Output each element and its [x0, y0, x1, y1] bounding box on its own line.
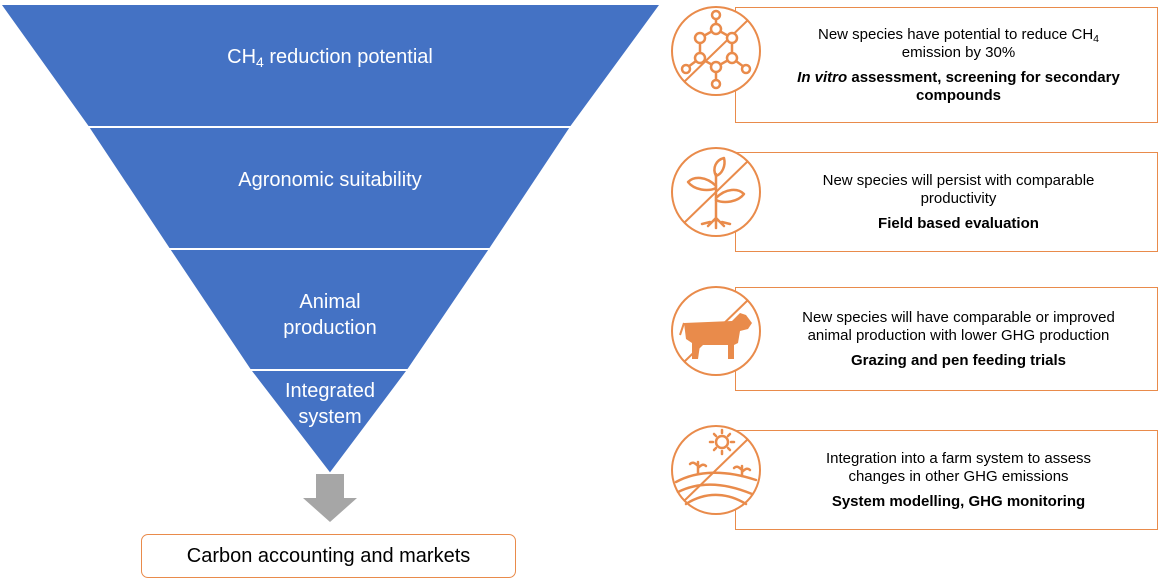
card-agronomic: New species will persist with comparable…: [735, 152, 1158, 252]
card-3-method: Grazing and pen feeding trials: [850, 351, 1067, 369]
card-2-text: New species will persist with comparable…: [822, 171, 1095, 207]
cow-icon: [670, 285, 762, 377]
card-integrated: Integration into a farm system to assess…: [735, 430, 1158, 530]
card-1-text: New species have potential to reduce CH4…: [818, 25, 1099, 61]
funnel-diagram: [0, 3, 660, 522]
plant-icon: [670, 146, 762, 238]
card-4-text: Integration into a farm system to assess…: [825, 449, 1092, 485]
card-4-method: System modelling, GHG monitoring: [831, 492, 1086, 510]
card-3-text: New species will have comparable or impr…: [802, 308, 1115, 344]
card-animal: New species will have comparable or impr…: [735, 287, 1158, 391]
stage-label-ch4: CH4 reduction potential: [227, 46, 433, 71]
funnel-stage-4: [247, 369, 410, 476]
card-1-method: In vitro assessment, screening for secon…: [797, 68, 1120, 104]
carbon-accounting-label: Carbon accounting and markets: [186, 544, 471, 567]
card-ch4-potential: New species have potential to reduce CH4…: [735, 7, 1158, 123]
farm-landscape-icon: [670, 424, 762, 516]
carbon-accounting-box: Carbon accounting and markets: [141, 534, 516, 578]
down-arrow: [303, 474, 357, 522]
stage-label-agronomic: Agronomic suitability: [238, 169, 422, 191]
molecule-icon: [670, 5, 762, 97]
card-2-method: Field based evaluation: [878, 214, 1039, 232]
